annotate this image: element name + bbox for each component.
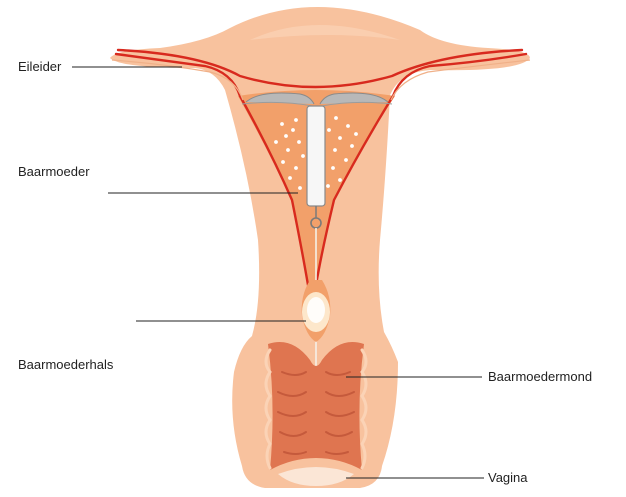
label-baarmoeder: Baarmoeder [18, 164, 90, 179]
label-baarmoederhals: Baarmoederhals [18, 357, 113, 372]
label-eileider: Eileider [18, 59, 61, 74]
label-vagina: Vagina [488, 470, 528, 485]
label-baarmoedermond: Baarmoedermond [488, 369, 592, 384]
